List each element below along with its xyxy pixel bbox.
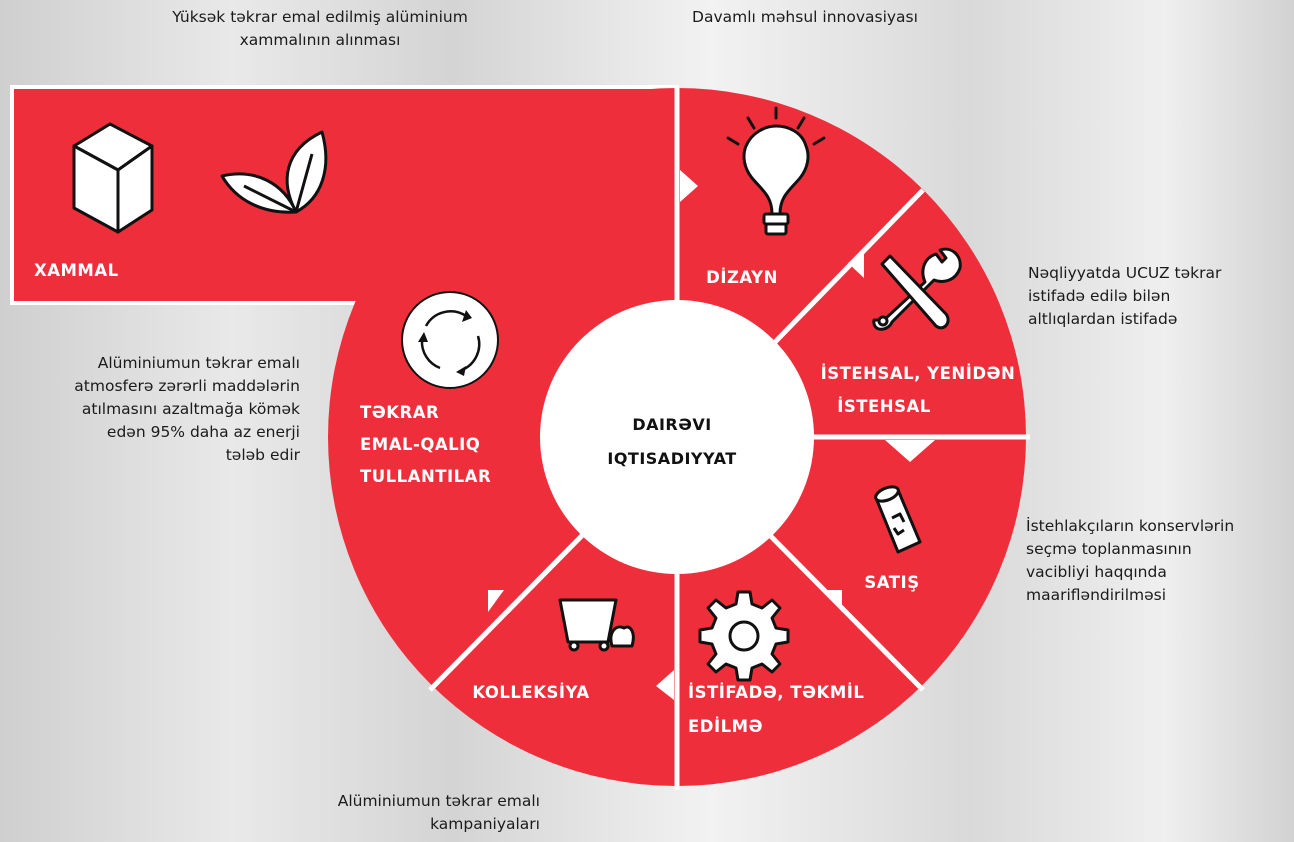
segment-label-tekrar-line3: TULLANTILAR: [360, 467, 491, 486]
recycle-can-icon: [874, 485, 922, 554]
annotation-line: atılmasını azaltmağa kömək: [81, 400, 300, 418]
gear-icon: [698, 590, 790, 682]
bulb-glass: [742, 124, 810, 216]
can-top: [874, 485, 900, 503]
annotation-line: atmosferə zərərli maddələrin: [74, 377, 300, 395]
segment-label-tekrar-line1: TƏKRAR: [360, 403, 439, 422]
lightbulb-icon: [726, 106, 826, 236]
annotation-line: Alüminiumun təkrar emalı: [97, 354, 300, 372]
annotation-line: Alüminiumun təkrar emalı: [337, 792, 540, 810]
gear-hole: [728, 620, 760, 652]
recycle-arc-2: [461, 335, 481, 372]
annotation-production: Nəqliyyatda UCUZ təkrar istifadə edilə b…: [1028, 262, 1290, 331]
can-recycle-mark: [891, 512, 906, 536]
notch: [656, 670, 674, 700]
flow-notches: [488, 170, 935, 700]
cube-icon-right: [116, 144, 154, 234]
leaf-stem: [243, 153, 314, 214]
recycle-head-2: [456, 366, 466, 376]
recycle-head-3: [418, 332, 428, 342]
annotation-line: maariflǝndirilməsi: [1026, 586, 1167, 604]
recycle-arrows-bg: [401, 291, 499, 389]
bulb-base-lower: [764, 222, 788, 236]
screwdriver: [880, 254, 950, 330]
cart-wheel-right: [598, 640, 610, 652]
segment-label-tekrar-line2: EMAL-QALIQ: [360, 435, 480, 454]
annotation-line: seçmə toplanmasının: [1026, 540, 1192, 558]
annotation-line: kampaniyaları: [430, 815, 540, 833]
cart-body: [558, 598, 618, 644]
segment-label-kolleksiya: KOLLEKSİYA: [472, 683, 589, 702]
annotation-sales: İstehlakçıların konservlərin seçmə topla…: [1026, 515, 1292, 607]
recycle-arc-1: [424, 310, 467, 327]
annotation-line: Davamlı məhsul innovasiyası: [692, 8, 918, 26]
notch: [680, 170, 698, 202]
segment-label-xammal: XAMMAL: [34, 261, 119, 280]
segment-label-istehsal-line2: İSTEHSAL: [837, 397, 931, 416]
bulb-rays: [726, 106, 826, 146]
wrench-hole: [877, 315, 889, 327]
recycle-head-1: [462, 310, 472, 322]
annotation-line: İstehlakçıların konservlərin: [1026, 517, 1235, 535]
hub-circle: [540, 300, 814, 574]
cart-bag: [609, 625, 635, 648]
notch: [885, 440, 935, 462]
notch: [825, 590, 842, 612]
segment-label-istifade-line1: İSTİFADƏ, TƏKMİL: [688, 683, 864, 702]
annotation-line: tələb edir: [225, 446, 300, 464]
notch: [488, 590, 504, 612]
cube-icon: [72, 122, 154, 234]
tools-icon: [872, 247, 962, 331]
annotation-line: xammalının alınması: [239, 31, 401, 49]
recycle-arc-3: [420, 339, 441, 370]
segment-label-satis: SATIŞ: [864, 573, 919, 592]
hub-title-line2: IQTISADIYYAT: [607, 449, 736, 468]
annotation-collection: Alüminiumun təkrar emalı kampaniyaları: [240, 790, 540, 836]
hub-title-line1: DAIRƏVI: [632, 415, 711, 434]
segment-label-istehsal-line1: İSTEHSAL, YENİDƏN: [821, 364, 1016, 383]
segment-label-dizayn: DİZAYN: [706, 268, 778, 287]
annotation-line: istifadə edilə bilən: [1028, 287, 1171, 305]
annotation-line: vacibliyi haqqında: [1026, 563, 1167, 581]
leaves-icon: [220, 130, 328, 214]
annotation-line: Yüksək təkrar emal edilmiş alüminium: [172, 8, 468, 26]
annotation-line: Nəqliyyatda UCUZ təkrar: [1028, 264, 1222, 282]
annotation-line: altlıqlardan istifadə: [1028, 310, 1178, 328]
annotation-design: Davamlı məhsul innovasiyası: [640, 6, 970, 29]
annotation-raw-material: Yüksək təkrar emal edilmiş alüminium xam…: [120, 6, 520, 52]
collection-cart-icon: [558, 598, 635, 652]
cart-wheel-left: [568, 640, 580, 652]
annotation-line: edən 95% daha az enerji: [106, 423, 300, 441]
wrench: [872, 247, 962, 331]
recycle-arrows-icon: [401, 291, 499, 389]
segment-label-istifade-line2: EDİLMƏ: [688, 717, 763, 736]
notch: [848, 250, 864, 278]
annotation-recycling: Alüminiumun təkrar emalı atmosferə zərər…: [2, 352, 300, 467]
